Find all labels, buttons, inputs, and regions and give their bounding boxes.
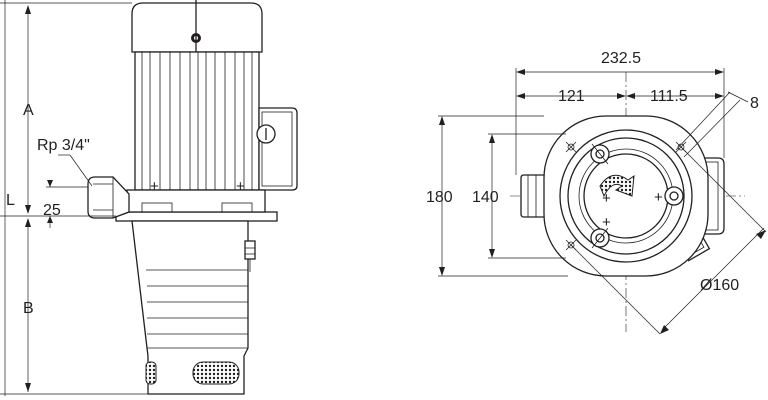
strainer-right <box>192 361 240 385</box>
inlet-thread-label: Rp 3/4" <box>37 137 90 154</box>
height-label: 180 <box>426 189 453 206</box>
motor-top-cap <box>131 2 263 53</box>
drain-plug <box>244 240 256 260</box>
dim-l-label: L <box>6 192 15 209</box>
motor-body <box>134 51 260 191</box>
dim-b-label: B <box>23 300 34 317</box>
rotation-arrow <box>599 174 635 198</box>
svg-text:+: + <box>150 178 159 195</box>
motor-fins <box>141 52 253 190</box>
overall-width-label: 232.5 <box>601 50 641 67</box>
right-width-label: 111.5 <box>650 88 688 105</box>
svg-text:+: + <box>236 178 245 195</box>
mounting-flange <box>115 211 278 222</box>
terminal-box <box>258 107 298 191</box>
pump-casing <box>131 220 249 395</box>
inner-height-label: 140 <box>472 189 499 206</box>
side-view: + + <box>0 0 298 396</box>
strainer-left <box>145 361 157 385</box>
svg-text:+: + <box>602 190 611 207</box>
left-width-label: 121 <box>558 88 585 105</box>
hole-size-label: 8 <box>750 95 759 112</box>
dim-a-label: A <box>23 102 34 119</box>
bolt-circle-label: Ø160 <box>700 277 739 294</box>
svg-text:+: + <box>602 214 611 231</box>
svg-text:+: + <box>654 189 663 206</box>
offset-label: 25 <box>43 202 61 219</box>
top-view: + + + 23 <box>426 50 767 335</box>
inlet-fitting <box>87 176 130 219</box>
